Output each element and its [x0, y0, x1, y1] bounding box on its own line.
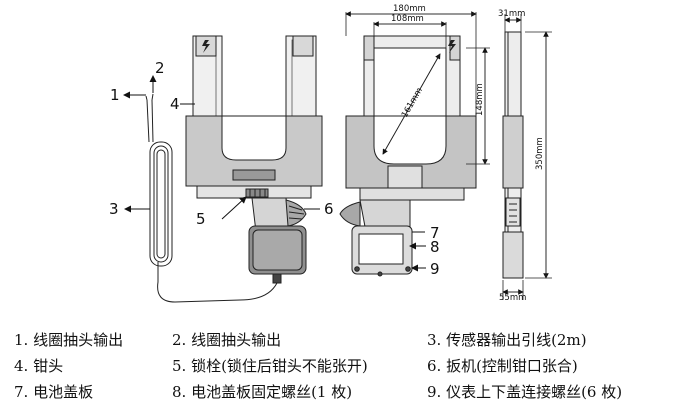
sensor-cable — [157, 262, 278, 303]
dimension-lines-side — [502, 14, 552, 300]
dim-108mm: 108mm — [391, 14, 424, 24]
lightning-bolt-icon — [448, 40, 456, 53]
clamp-meter-diagram: 1 2 4 3 5 6 7 8 9 — [109, 4, 552, 303]
front-view — [157, 35, 323, 303]
callout-arrows-left — [123, 75, 320, 220]
callout-arrows-back — [409, 231, 426, 272]
dim-148mm: 148mm — [475, 83, 485, 116]
callout-3: 3 — [109, 200, 119, 218]
legend-item-4: 4. 钳头 — [14, 357, 64, 375]
dim-31mm: 31mm — [498, 9, 525, 19]
lightning-bolt-icon — [202, 40, 210, 53]
legend-item-7: 7. 电池盖板 — [14, 383, 94, 401]
legend-item-9: 9. 仪表上下盖连接螺丝(6 枚) — [427, 383, 623, 401]
dim-55mm: 55mm — [499, 293, 526, 303]
callout-1: 1 — [110, 86, 120, 104]
back-view — [339, 35, 477, 277]
legend-item-5: 5. 锁栓(锁住后钳头不能张开) — [172, 357, 368, 375]
legend-item-2: 2. 线圈抽头输出 — [172, 331, 282, 349]
legend-row-2: 4. 钳头 5. 锁栓(锁住后钳头不能张开) 6. 扳机(控制钳口张合) — [0, 356, 687, 380]
callout-8: 8 — [430, 238, 440, 256]
legend-item-6: 6. 扳机(控制钳口张合) — [427, 357, 578, 375]
dimension-lines-back — [345, 11, 490, 165]
callout-5: 5 — [196, 210, 206, 228]
legend-row-1: 1. 线圈抽头输出 2. 线圈抽头输出 3. 传感器输出引线(2m) — [0, 330, 687, 354]
legend: 1. 线圈抽头输出 2. 线圈抽头输出 3. 传感器输出引线(2m) 4. 钳头… — [0, 330, 687, 412]
callout-6: 6 — [324, 200, 334, 218]
dim-350mm: 350mm — [535, 137, 545, 170]
callout-9: 9 — [430, 260, 440, 278]
legend-item-8: 8. 电池盖板固定螺丝(1 枚) — [172, 383, 353, 401]
side-view — [502, 31, 524, 279]
callout-2: 2 — [155, 59, 165, 77]
callout-4: 4 — [170, 95, 180, 113]
callout-7: 7 — [430, 224, 440, 242]
legend-row-3: 7. 电池盖板 8. 电池盖板固定螺丝(1 枚) 9. 仪表上下盖连接螺丝(6 … — [0, 382, 687, 406]
legend-item-3: 3. 传感器输出引线(2m) — [427, 331, 587, 349]
legend-item-1: 1. 线圈抽头输出 — [14, 331, 124, 349]
coil-lead — [145, 93, 173, 267]
dim-180mm: 180mm — [393, 4, 426, 14]
